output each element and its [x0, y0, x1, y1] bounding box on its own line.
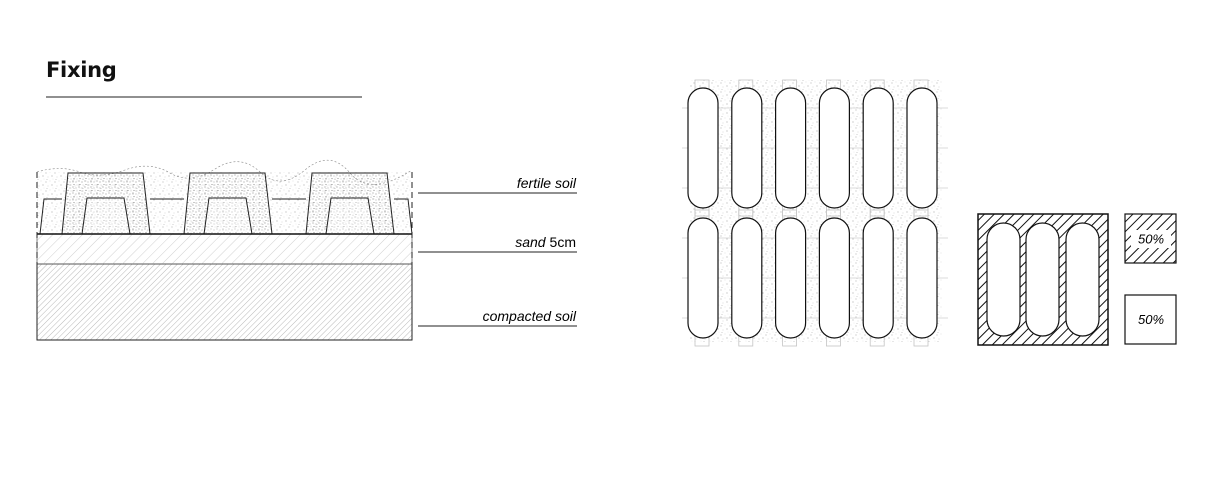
cross-section — [36, 159, 413, 341]
label-sand-name: sand — [515, 234, 547, 250]
plan-oval-opening — [818, 87, 851, 209]
plan-oval-opening — [774, 217, 807, 339]
plan-oval-opening — [687, 87, 719, 209]
plan-oval-opening — [731, 87, 763, 209]
plan-grid-lines — [682, 79, 948, 347]
paver-unit — [183, 172, 273, 235]
plan-oval-opening — [906, 217, 938, 339]
paver-unit — [305, 172, 395, 235]
paver-connector-line — [39, 198, 413, 235]
legend-hatched-label-bg — [1131, 230, 1171, 248]
plan-oval-opening — [731, 217, 763, 339]
plan-ground-fill — [690, 80, 942, 342]
label-fertile-soil: fertile soil — [517, 175, 577, 191]
legend-hatched-label: 50% — [1138, 232, 1164, 247]
plan-view — [682, 79, 948, 347]
paver-unit — [61, 172, 151, 235]
plan-oval-opening — [906, 87, 938, 209]
label-sand-thickness: 5cm — [550, 234, 576, 250]
plan-oval-opening — [818, 217, 851, 339]
opening — [986, 222, 1021, 337]
compacted-soil-layer — [36, 263, 413, 341]
sand-layer — [36, 233, 413, 265]
plan-oval-opening — [687, 217, 719, 339]
page-title: Fixing — [46, 58, 117, 82]
plan-oval-opening — [774, 87, 807, 209]
legend-unit-sample — [977, 213, 1109, 346]
opening — [1065, 222, 1100, 337]
plan-oval-opening — [862, 217, 894, 339]
legend: 50% 50% — [977, 213, 1177, 346]
legend-plain-box — [1124, 294, 1177, 345]
plan-oval-opening — [862, 87, 894, 209]
legend-plain-label: 50% — [1138, 312, 1164, 327]
label-compacted-soil: compacted soil — [483, 308, 577, 324]
plan-cells — [687, 87, 938, 339]
opening — [1025, 222, 1060, 337]
